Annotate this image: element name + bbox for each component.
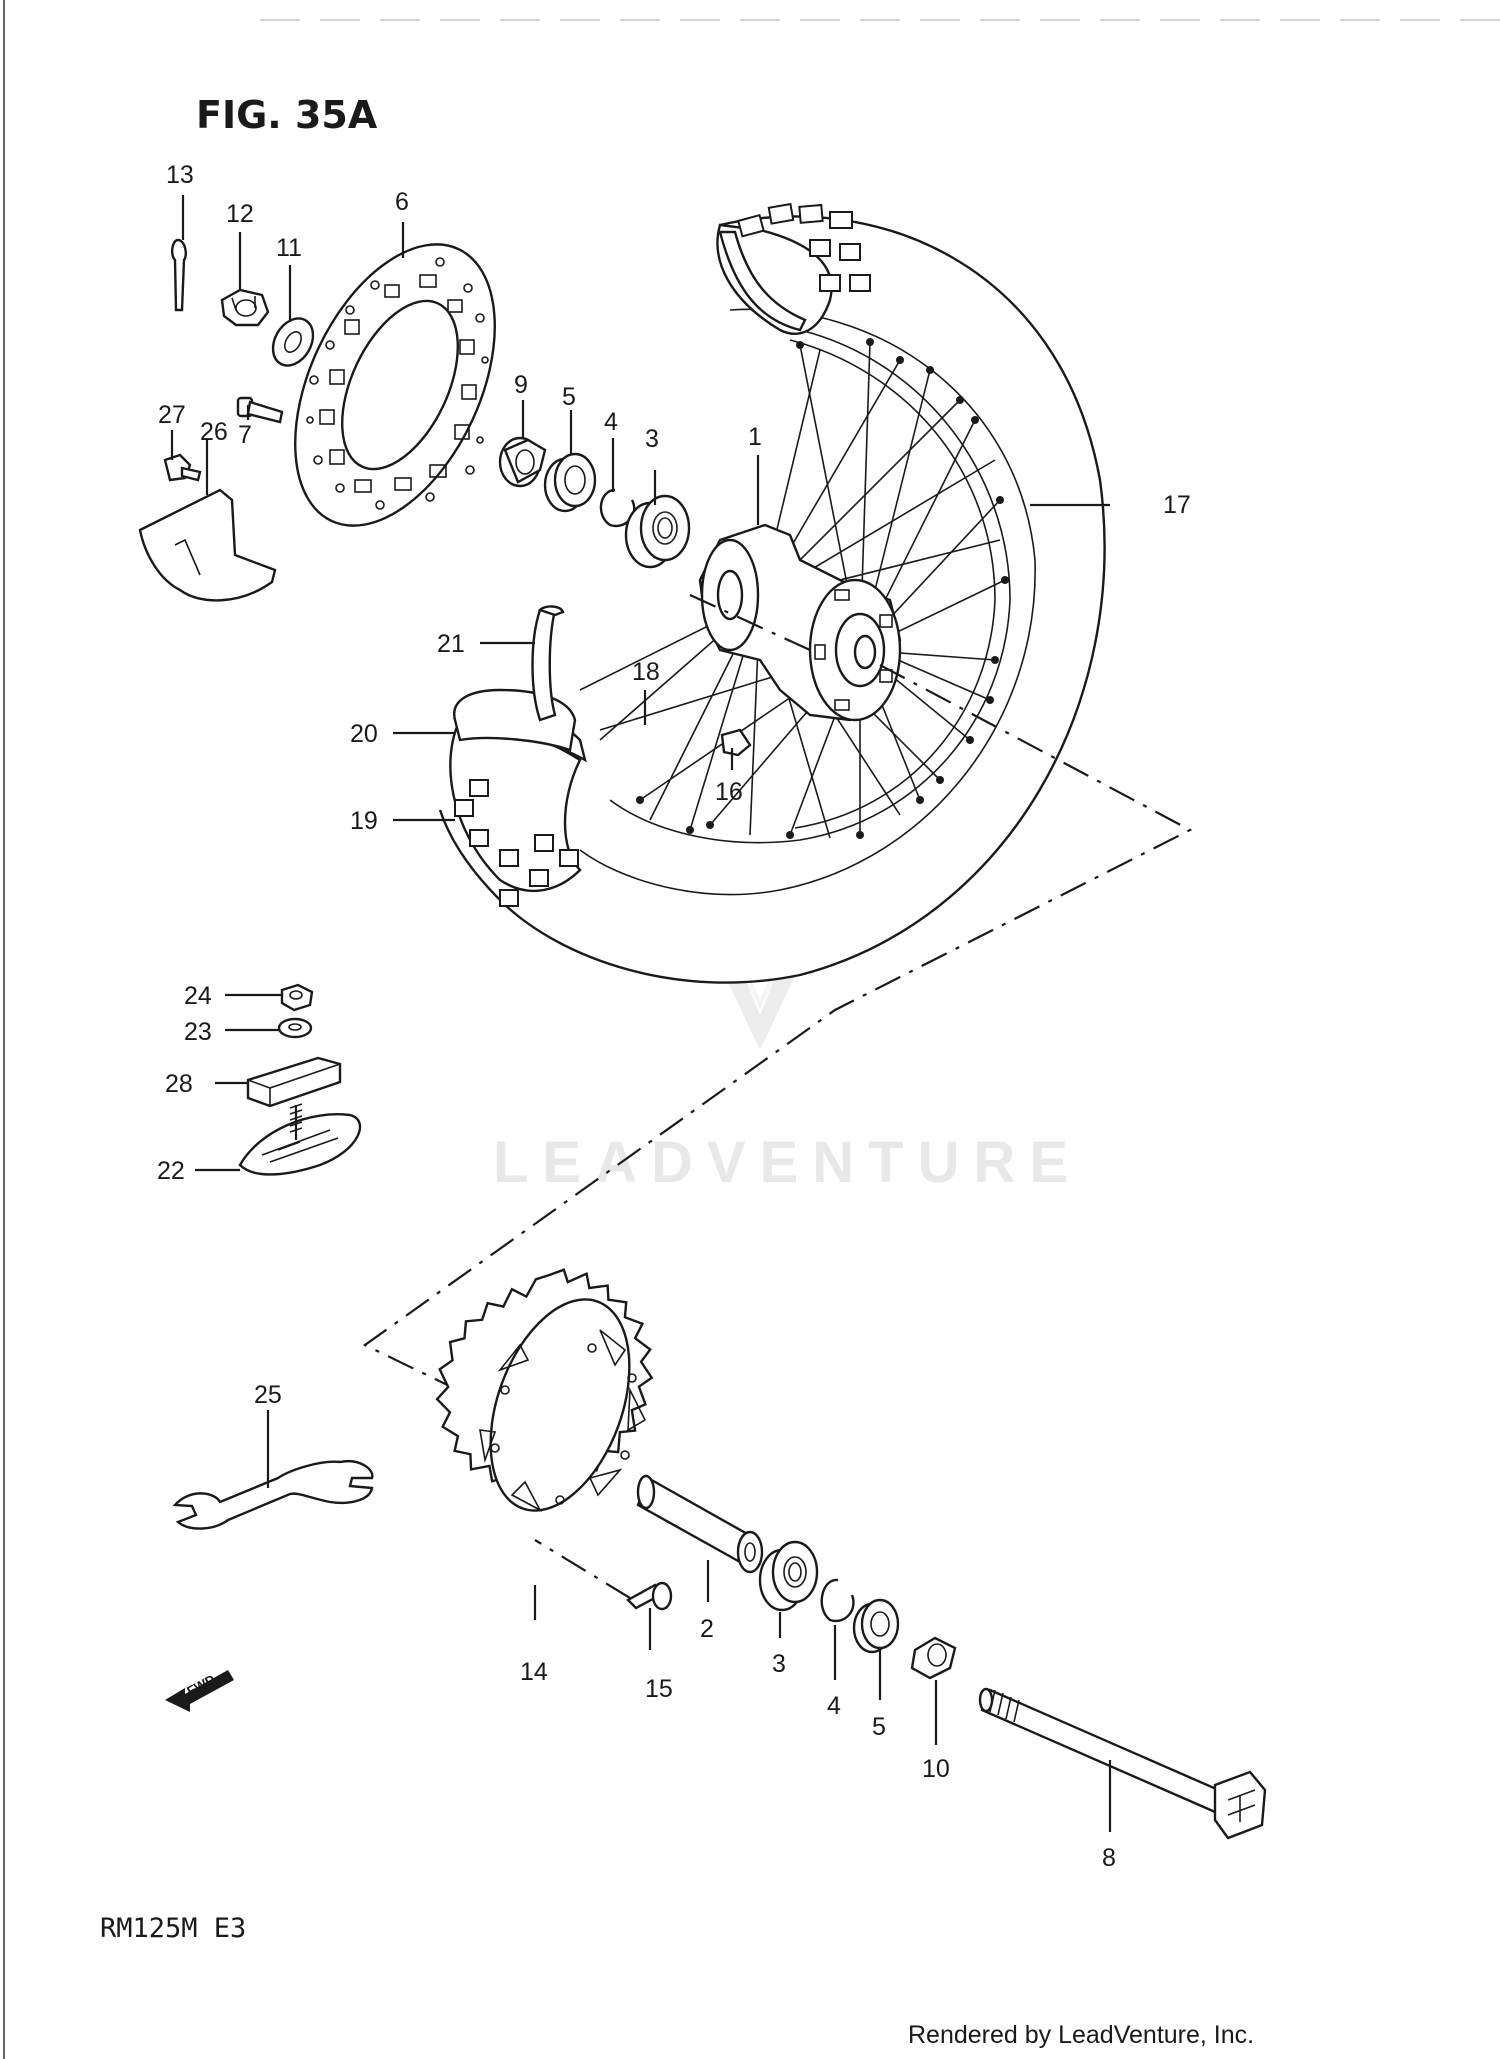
callout-26: 26 [200,418,228,446]
rim-lock-nut [280,983,314,1012]
disc-guard [138,488,277,602]
rim-lock-washer [277,1017,313,1039]
axle-wrench [172,1460,374,1530]
rear-sprocket [435,1268,654,1512]
render-credit: Rendered by LeadVenture, Inc. [908,2021,1254,2049]
guard-bolt [163,453,202,482]
callout-8: 8 [1102,1844,1116,1872]
callout-22: 22 [157,1157,185,1185]
callout-19: 19 [350,807,378,835]
callout-17: 17 [1163,491,1191,519]
rim-lock [238,1103,362,1176]
callout-9: 9 [514,371,528,399]
rear-axle [978,1687,1267,1840]
callout-12: 12 [226,200,254,228]
lower-circlip [820,1578,855,1623]
callout-23: 23 [184,1018,212,1046]
castle-nut [220,288,270,327]
washer [271,317,315,367]
sprocket-bolt [626,1581,673,1611]
callout-27: 27 [158,401,186,429]
brake-disc [294,243,496,527]
callout-1: 1 [748,423,762,451]
model-code: RM125M E3 [100,1913,246,1944]
watermark-text: LEADVENTURE [493,1130,1082,1195]
callout-7: 7 [238,421,252,449]
callout-16: 16 [715,778,743,806]
callout-5-upper: 5 [562,383,576,411]
callout-15: 15 [645,1675,673,1703]
upper-spacer [498,436,547,488]
cotter-pin [170,238,187,312]
callout-3-lower: 3 [772,1650,786,1678]
figure-title: FIG. 35A [196,93,378,137]
callout-labels: 13 12 11 6 27 26 7 9 5 4 3 1 17 21 18 20… [157,161,1191,1872]
callout-20: 20 [350,720,378,748]
callout-4-upper: 4 [604,408,618,436]
callout-11: 11 [276,234,302,262]
callout-13: 13 [166,161,194,189]
lower-bearing [758,1540,819,1612]
lower-oil-seal [852,1598,900,1654]
lower-spacer [910,1636,957,1680]
rear-wheel-assembly [362,202,1193,1431]
rim-lock-spacer [246,1056,342,1108]
callout-21: 21 [437,630,465,658]
callout-5-lower: 5 [872,1713,886,1741]
callout-3-upper: 3 [645,425,659,453]
axle-spacer [636,1474,764,1574]
callout-25: 25 [254,1381,282,1409]
callout-2: 2 [700,1615,714,1643]
callout-24: 24 [184,982,212,1010]
callout-10: 10 [922,1755,950,1783]
upper-bearing [624,494,691,569]
upper-oil-seal [543,452,597,513]
callout-14: 14 [520,1658,548,1686]
callout-28: 28 [165,1070,193,1098]
callout-4-lower: 4 [827,1692,841,1720]
callout-18: 18 [632,658,660,686]
callout-6: 6 [395,188,409,216]
fwd-direction-badge: FWD [165,1670,234,1712]
leader-lines [170,195,1112,1832]
